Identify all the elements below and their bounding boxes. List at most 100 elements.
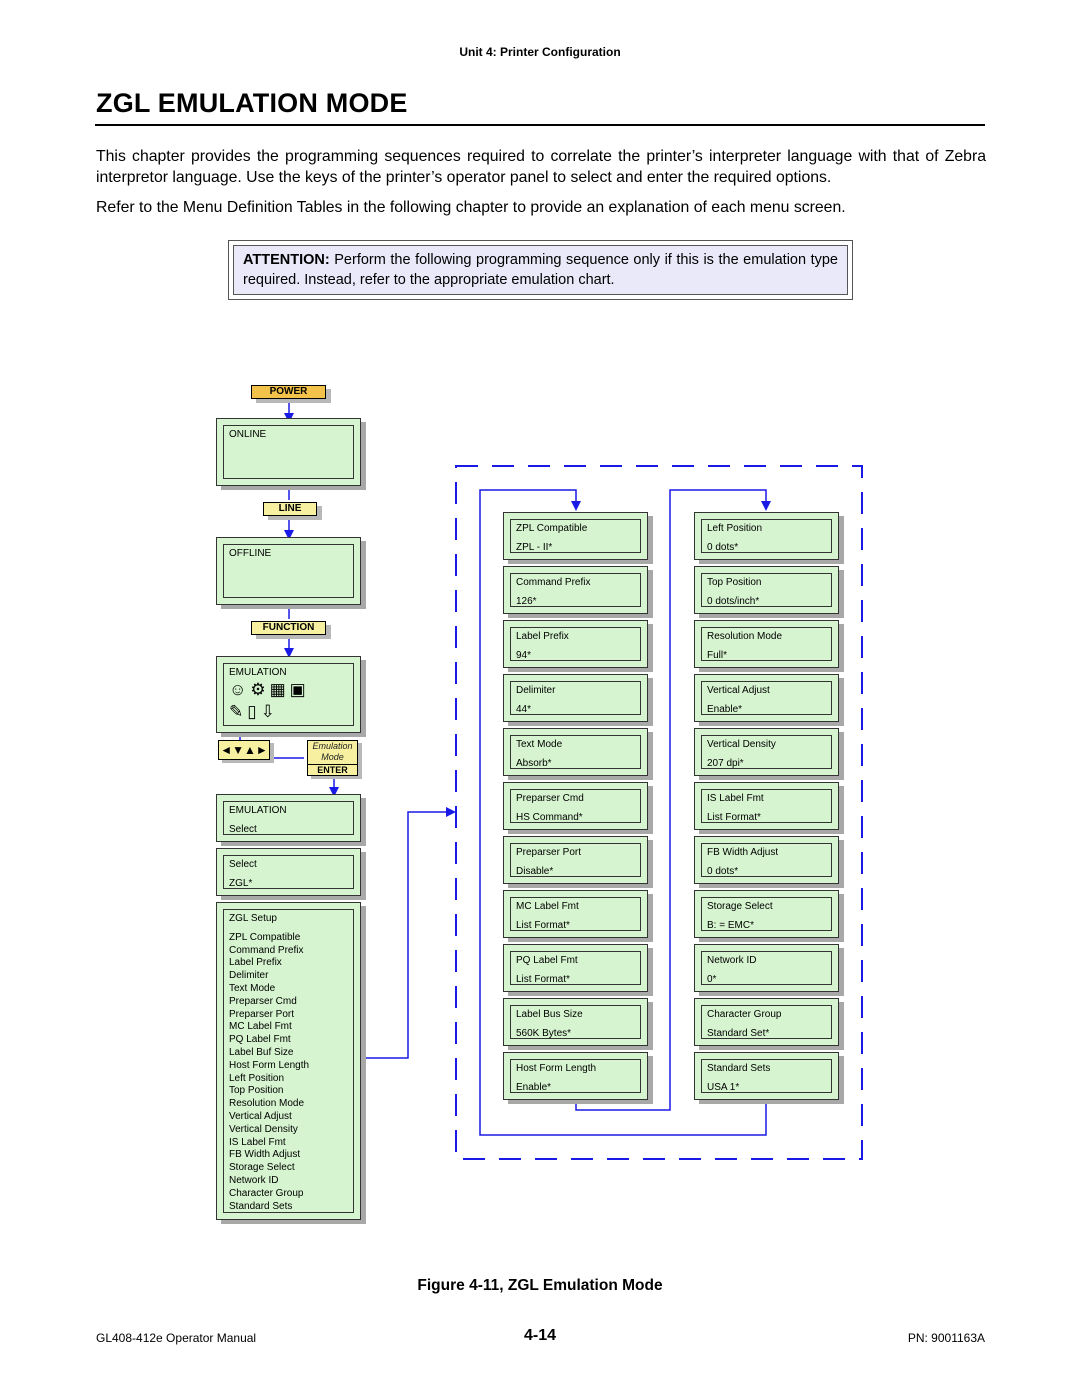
screen-line2: USA 1*	[707, 1082, 740, 1093]
screen-line1: Text Mode	[516, 739, 563, 750]
screen-line1: Storage Select	[707, 901, 773, 912]
enter-key-mid-label: Mode	[321, 752, 344, 762]
screen-line1: Vertical Density	[707, 739, 776, 750]
setup-item: FB Width Adjust	[229, 1149, 301, 1161]
screen-line1: Preparser Cmd	[516, 793, 584, 804]
screen-line1: Top Position	[707, 577, 762, 588]
screen-line2: 560K Bytes*	[516, 1028, 572, 1039]
screen-line2: Absorb*	[516, 758, 552, 769]
screen-line1: Standard Sets	[707, 1063, 771, 1074]
setup-item: Vertical Density	[229, 1123, 298, 1135]
screen-line2: List Format*	[516, 920, 570, 931]
setup-item: Preparser Cmd	[229, 995, 297, 1007]
submenu-screen-right: Top Position 0 dots/inch*	[694, 566, 839, 614]
screen-line1: Label Bus Size	[516, 1009, 583, 1020]
submenu-screen-left: Preparser Cmd HS Command*	[503, 782, 648, 830]
screen-line2: 0 dots*	[707, 866, 739, 877]
screen-line2: ZPL - II*	[516, 542, 553, 553]
setup-item: Delimiter	[229, 970, 269, 982]
setup-item: Top Position	[229, 1085, 284, 1097]
screen-line2: List Format*	[516, 974, 570, 985]
plug-icon: ⚙	[250, 680, 270, 699]
arrow-left-to-right-column	[575, 489, 771, 1111]
download-icon: ⇩	[260, 702, 279, 721]
setup-item: Command Prefix	[229, 944, 304, 956]
attention-box: ATTENTION: Perform the following program…	[228, 240, 853, 300]
barcode-icon: ▦	[269, 680, 290, 699]
screen-line1: Host Form Length	[516, 1063, 597, 1074]
screen-line1: IS Label Fmt	[707, 793, 764, 804]
setup-item: ZPL Compatible	[229, 931, 301, 943]
line-key[interactable]: LINE	[263, 502, 317, 516]
attention-label: ATTENTION:	[243, 252, 330, 268]
screen-line2: 94*	[516, 650, 532, 661]
attention-text: Perform the following programming sequen…	[243, 252, 838, 288]
screen-line2: 0*	[707, 974, 717, 985]
screen-line2: Disable*	[516, 866, 554, 877]
screen-line2: 0 dots/inch*	[707, 596, 760, 607]
function-key[interactable]: FUNCTION	[251, 621, 326, 635]
screen-line1: Left Position	[707, 523, 763, 534]
emulation-select-line2: Select	[229, 824, 257, 835]
screen-line2: Standard Set*	[707, 1028, 770, 1039]
select-zgl-line2: ZGL*	[229, 878, 253, 889]
online-text: ONLINE	[229, 429, 267, 440]
zgl-setup-screen: ZGL Setup ZPL Compatible Command Prefix …	[216, 902, 361, 1220]
screen-line2: HS Command*	[516, 812, 583, 823]
setup-item: Storage Select	[229, 1162, 295, 1174]
font-icon: ▣	[289, 680, 310, 699]
setup-item: Vertical Adjust	[229, 1110, 292, 1122]
setup-item: IS Label Fmt	[229, 1136, 286, 1148]
page-icon: ▯	[247, 702, 261, 721]
attention-content: ATTENTION: Perform the following program…	[233, 245, 848, 295]
screen-line1: ZPL Compatible	[516, 523, 588, 534]
zgl-setup-title: ZGL Setup	[229, 913, 277, 924]
emulation-select-screen: EMULATION Select	[216, 794, 361, 842]
submenu-dashed-boundary	[455, 465, 863, 1160]
page-title: ZGL EMULATION MODE	[96, 88, 408, 118]
enter-key-label: ENTER	[308, 764, 357, 776]
screen-line1: MC Label Fmt	[516, 901, 579, 912]
screen-line1: Label Prefix	[516, 631, 569, 642]
emulation-text: EMULATION	[229, 667, 287, 678]
screen-line1: Preparser Port	[516, 847, 582, 858]
screen-line1: Network ID	[707, 955, 757, 966]
submenu-screen-right: FB Width Adjust 0 dots*	[694, 836, 839, 884]
submenu-screen-left: Label Bus Size 560K Bytes*	[503, 998, 648, 1046]
screen-line2: 126*	[516, 596, 537, 607]
select-zgl-line1: Select	[229, 859, 257, 870]
setup-item: Host Form Length	[229, 1059, 310, 1071]
setup-item: Resolution Mode	[229, 1098, 305, 1110]
submenu-screen-right: Network ID 0*	[694, 944, 839, 992]
arrow-keys[interactable]: ◄▼▲►	[218, 740, 270, 760]
screen-line1: FB Width Adjust	[707, 847, 779, 858]
setup-item: PQ Label Fmt	[229, 1034, 291, 1046]
online-screen: ONLINE	[216, 418, 361, 486]
screen-line2: B: = EMC*	[707, 920, 754, 931]
title-rule	[95, 124, 985, 126]
power-key[interactable]: POWER	[251, 385, 326, 399]
setup-item: Network ID	[229, 1174, 279, 1186]
enter-key[interactable]: Emulation Mode ENTER	[307, 740, 358, 776]
figure-caption: Figure 4-11, ZGL Emulation Mode	[417, 1277, 663, 1294]
footer-page-number: 4-14	[523, 1327, 557, 1344]
intro-paragraph: This chapter provides the programming se…	[96, 148, 986, 186]
screen-line2: List Format*	[707, 812, 761, 823]
arrow-setup-to-submenu	[360, 807, 456, 1059]
screen-line1: PQ Label Fmt	[516, 955, 578, 966]
setup-item: Label Buf Size	[229, 1046, 294, 1058]
select-zgl-screen: Select ZGL*	[216, 848, 361, 896]
reference-paragraph: Refer to the Menu Definition Tables in t…	[96, 199, 846, 216]
